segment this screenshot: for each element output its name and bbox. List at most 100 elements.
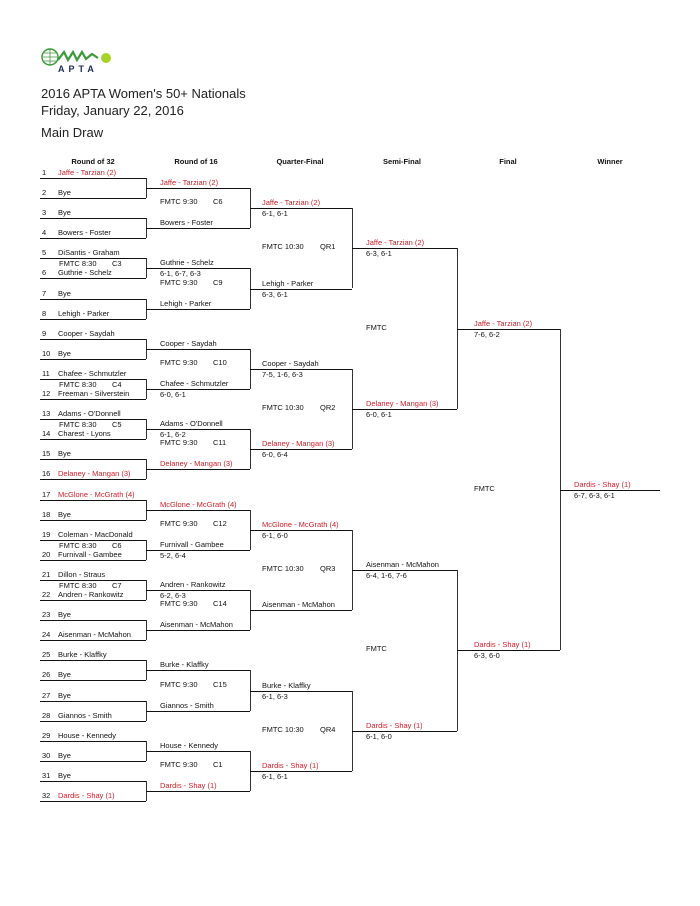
round-of-32-slot-line [40, 600, 146, 601]
quarter-final-match-site: FMTC 10:30 [262, 403, 304, 413]
round-of-32-team: Aisenman - McMahon [58, 630, 131, 640]
quarter-final-slot-line [250, 690, 352, 692]
round-of-16-team: Andren - Rankowitz [160, 580, 226, 589]
round-of-32-team: Guthrie - Schelz [58, 268, 112, 278]
quarter-final-connector [352, 368, 353, 450]
draw-position-number: 16 [42, 469, 51, 479]
quarter-final-team: Aisenman - McMahon [262, 600, 335, 610]
round-of-32-slot-line [40, 620, 146, 622]
round-of-32-team: Bye [58, 610, 71, 620]
semi-final-team: Dardis - Shay (1) [366, 720, 423, 730]
tournament-date: Friday, January 22, 2016 [41, 103, 184, 118]
round-of-16-match-court: C9 [213, 277, 223, 287]
column-header-quarter-final: Quarter-Final [276, 157, 324, 166]
round-of-32-slot-line [40, 660, 146, 662]
draw-position-number: 32 [42, 791, 51, 800]
round-of-16-slot-line [146, 469, 250, 471]
semi-final-match-site: FMTC [366, 644, 387, 654]
quarter-final-score: 6-1, 6-0 [262, 530, 288, 540]
draw-position-number: 28 [42, 710, 51, 720]
round-of-16-team: Burke - Klaffky [160, 660, 209, 670]
draw-position-number: 10 [42, 348, 51, 358]
round-of-16-match-court: C10 [213, 357, 227, 367]
round-of-16-slot-line [146, 590, 250, 591]
round-of-16-team: Delaney - Mangan (3) [160, 459, 233, 469]
semi-final-connector [457, 569, 458, 731]
round-of-32-slot-line [40, 358, 146, 360]
round-of-32-team: Furnivall - Gambee [58, 549, 122, 559]
draw-position-number: 7 [42, 288, 47, 298]
round-of-32-team: Bye [58, 670, 71, 680]
round-of-32-match-court: C3 [112, 259, 122, 269]
round-of-32-team: Bye [58, 509, 71, 519]
round-of-32-slot-line [40, 399, 146, 400]
round-of-16-match-court: C1 [213, 759, 223, 769]
round-of-32-slot-line [40, 338, 146, 340]
round-of-16-team: Cooper - Saydah [160, 338, 217, 348]
final-slot-line [457, 650, 560, 652]
semi-final-slot-line [352, 730, 457, 732]
round-of-16-score: 6-2, 6-3 [160, 591, 186, 600]
round-of-32-match-site: FMTC 8:30 [59, 259, 97, 269]
round-of-32-slot-line [40, 419, 146, 421]
round-of-32-slot-line [40, 539, 146, 541]
draw-position-number: 17 [42, 489, 51, 499]
final-team: Dardis - Shay (1) [474, 640, 531, 650]
round-of-32-team: DiSantis - Graham [58, 248, 120, 258]
round-of-16-match-court: C12 [213, 518, 227, 528]
quarter-final-slot-line [250, 529, 352, 531]
round-of-32-match-site: FMTC 8:30 [59, 420, 97, 430]
semi-final-team: Jaffe - Tarzian (2) [366, 238, 425, 248]
round-of-16-slot-line [146, 228, 250, 230]
draw-position-number: 24 [42, 630, 51, 640]
round-of-32-match-site: FMTC 8:30 [59, 581, 97, 590]
round-of-16-connector [250, 670, 251, 711]
semi-final-team: Aisenman - McMahon [366, 559, 439, 569]
quarter-final-score: 6-3, 6-1 [262, 289, 288, 299]
draw-position-number: 3 [42, 208, 47, 218]
draw-position-number: 18 [42, 509, 51, 519]
round-of-16-team: Adams - O'Donnell [160, 419, 223, 429]
round-of-32-slot-line [40, 499, 146, 501]
round-of-32-match-site: FMTC 8:30 [59, 540, 97, 550]
draw-position-number: 8 [42, 308, 47, 318]
quarter-final-slot-line [250, 449, 352, 451]
quarter-final-match-court: QR3 [320, 563, 336, 573]
round-of-32-match-court: C7 [112, 581, 122, 590]
draw-position-number: 1 [42, 168, 47, 177]
round-of-32-slot-line [40, 479, 146, 481]
round-of-16-team: Jaffe - Tarzian (2) [160, 178, 219, 187]
quarter-final-slot-line [250, 368, 352, 370]
quarter-final-team: McGlone - McGrath (4) [262, 519, 339, 529]
quarter-final-slot-line [250, 610, 352, 612]
round-of-16-team: Guthrie - Schelz [160, 258, 214, 268]
round-of-16-slot-line [146, 791, 250, 792]
round-of-32-slot-line [40, 278, 146, 280]
tournament-title: 2016 APTA Women's 50+ Nationals [41, 86, 246, 101]
round-of-32-slot-line [40, 459, 146, 461]
round-of-32-slot-line [40, 238, 146, 240]
draw-position-number: 15 [42, 449, 51, 459]
round-of-32-slot-line [40, 801, 146, 802]
winner-score: 6-7, 6-3, 6-1 [574, 490, 615, 500]
round-of-16-slot-line [146, 268, 250, 270]
draw-position-number: 23 [42, 610, 51, 620]
winner-slot-line [560, 489, 660, 491]
round-of-32-team: Bowers - Foster [58, 228, 111, 238]
round-of-32-slot-line [40, 781, 146, 782]
semi-final-slot-line [352, 569, 457, 571]
round-of-16-slot-line [146, 389, 250, 390]
draw-position-number: 31 [42, 771, 51, 780]
quarter-final-match-site: FMTC 10:30 [262, 242, 304, 252]
round-of-32-team: Adams - O'Donnell [58, 409, 121, 419]
quarter-final-match-site: FMTC 10:30 [262, 724, 304, 734]
draw-position-number: 25 [42, 650, 51, 660]
final-slot-line [457, 328, 560, 330]
round-of-16-slot-line [146, 630, 250, 632]
round-of-32-match-court: C5 [112, 420, 122, 430]
round-of-32-team: Bye [58, 690, 71, 700]
final-score: 6-3, 6-0 [474, 651, 500, 661]
round-of-16-slot-line [146, 549, 250, 551]
draw-position-number: 30 [42, 750, 51, 760]
round-of-16-match-site: FMTC 9:30 [160, 438, 198, 448]
